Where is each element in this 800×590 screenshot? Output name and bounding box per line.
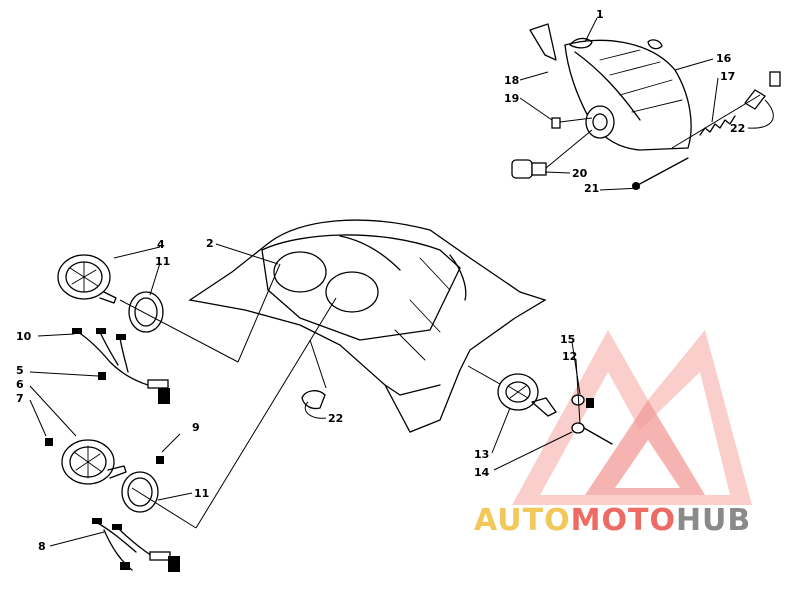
callout-14: 14: [474, 466, 490, 479]
callout-12: 12: [562, 350, 577, 363]
watermark-word-moto: MOTO: [570, 503, 676, 538]
watermark-text: AUTOMOTOHUB: [474, 503, 751, 543]
gauge-7: [45, 438, 127, 485]
callout-7: 7: [16, 392, 24, 405]
callout-11-lower: 11: [194, 487, 209, 500]
bulb-9: [156, 433, 181, 464]
callout-21: 21: [584, 182, 599, 195]
harness-5: [72, 328, 170, 404]
callout-5: 5: [16, 364, 24, 377]
callout-4: 4: [157, 238, 165, 251]
harness-8: [92, 518, 180, 572]
watermark-word-auto: AUTO: [474, 503, 571, 538]
callout-1: 1: [596, 8, 604, 21]
callout-17: 17: [720, 70, 735, 83]
screw-21: [632, 157, 689, 190]
callout-19: 19: [504, 92, 519, 105]
callout-11-upper: 11: [155, 255, 170, 268]
callout-2: 2: [206, 237, 214, 250]
callout-18: 18: [504, 74, 519, 87]
watermark-word-hub: HUB: [675, 503, 752, 538]
adjuster-spring: [671, 71, 781, 149]
callout-15: 15: [560, 333, 575, 346]
callout-6: 6: [16, 378, 24, 391]
callout-9: 9: [192, 421, 200, 434]
callout-10: 10: [16, 330, 32, 343]
ring-11-lower: [121, 471, 159, 513]
callout-13: 13: [474, 448, 489, 461]
callout-20: 20: [572, 167, 588, 180]
leader-lines: [29, 17, 774, 547]
headlight-bulb: [511, 129, 593, 179]
nut-19: [551, 117, 593, 129]
gauge-cover-22: [301, 390, 326, 410]
ring-11-upper: [128, 291, 164, 333]
callout-8: 8: [38, 540, 46, 553]
gauge-4: [57, 254, 117, 304]
dash-panel: [188, 219, 547, 433]
headlight-assembly: [529, 23, 692, 151]
watermark-logo: [512, 330, 752, 505]
gauge-13: [497, 373, 557, 417]
callout-22-mid: 22: [328, 412, 343, 425]
callout-16: 16: [716, 52, 732, 65]
callout-22-top: 22: [730, 122, 745, 135]
callout-labels: 1 16 17 18 19 22 20 21 2 4 11 10 5 6 7 2…: [16, 8, 745, 553]
